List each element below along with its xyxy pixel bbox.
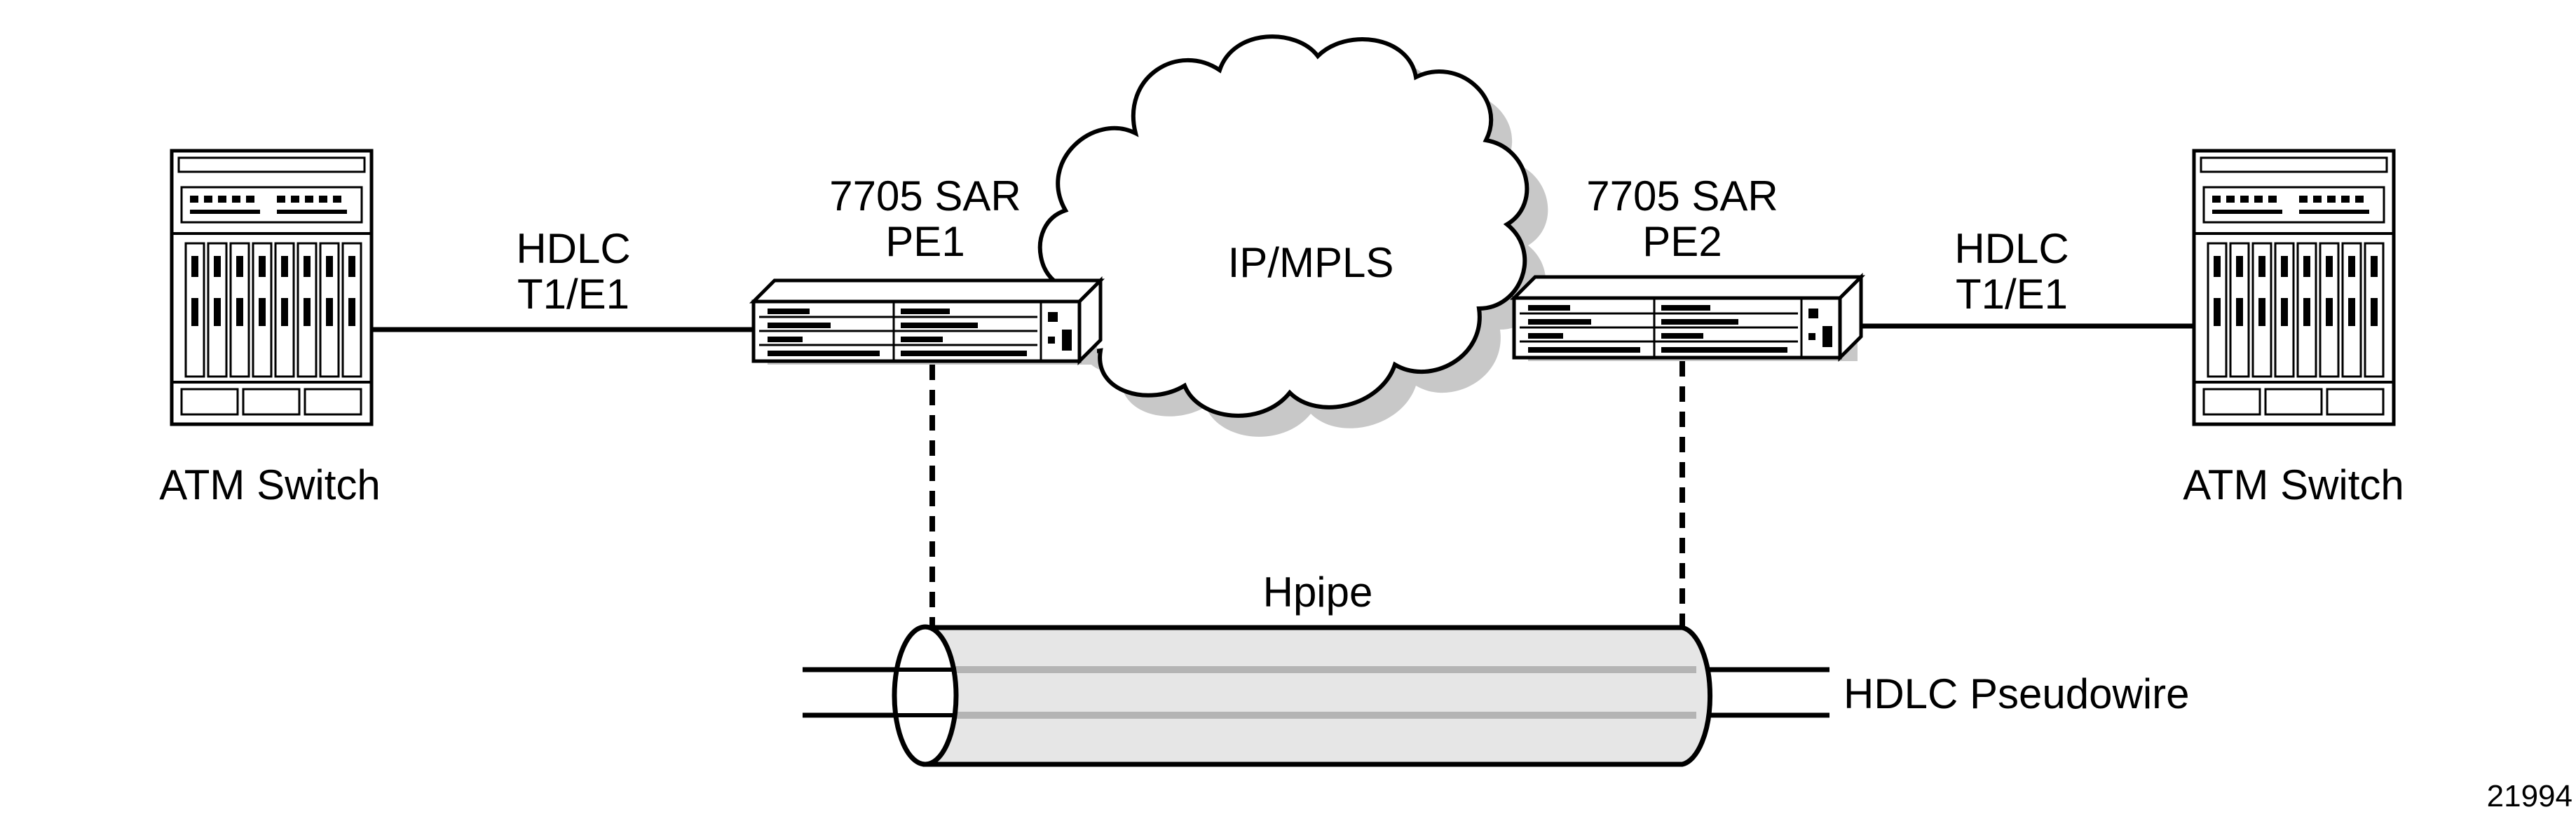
pe2-label-line2: PE2 [1642,218,1722,265]
tunnel-icon [892,624,1713,767]
figure-id: 21994 [2487,779,2572,813]
right-atm-switch-icon [2194,151,2394,424]
left-atm-label: ATM Switch [159,461,381,508]
pe1-label-line2: PE1 [885,218,965,265]
right-link-label-line2: T1/E1 [1956,271,2068,318]
right-link-label-line1: HDLC [1954,225,2069,272]
right-atm-label: ATM Switch [2183,461,2404,508]
pe2-router-icon [1514,277,1861,361]
pseudowire-label: HDLC Pseudowire [1844,670,2190,717]
left-link-label-line1: HDLC [516,225,630,272]
tunnel-label: Hpipe [1263,569,1373,616]
cloud-label: IP/MPLS [1228,239,1394,286]
left-atm-switch-icon [172,151,372,424]
pe2-label-line1: 7705 SAR [1586,172,1778,219]
left-link-label-line2: T1/E1 [517,271,629,318]
pe1-label-line1: 7705 SAR [829,172,1021,219]
pe1-router-icon [754,280,1100,365]
cloud-icon [1037,34,1548,437]
